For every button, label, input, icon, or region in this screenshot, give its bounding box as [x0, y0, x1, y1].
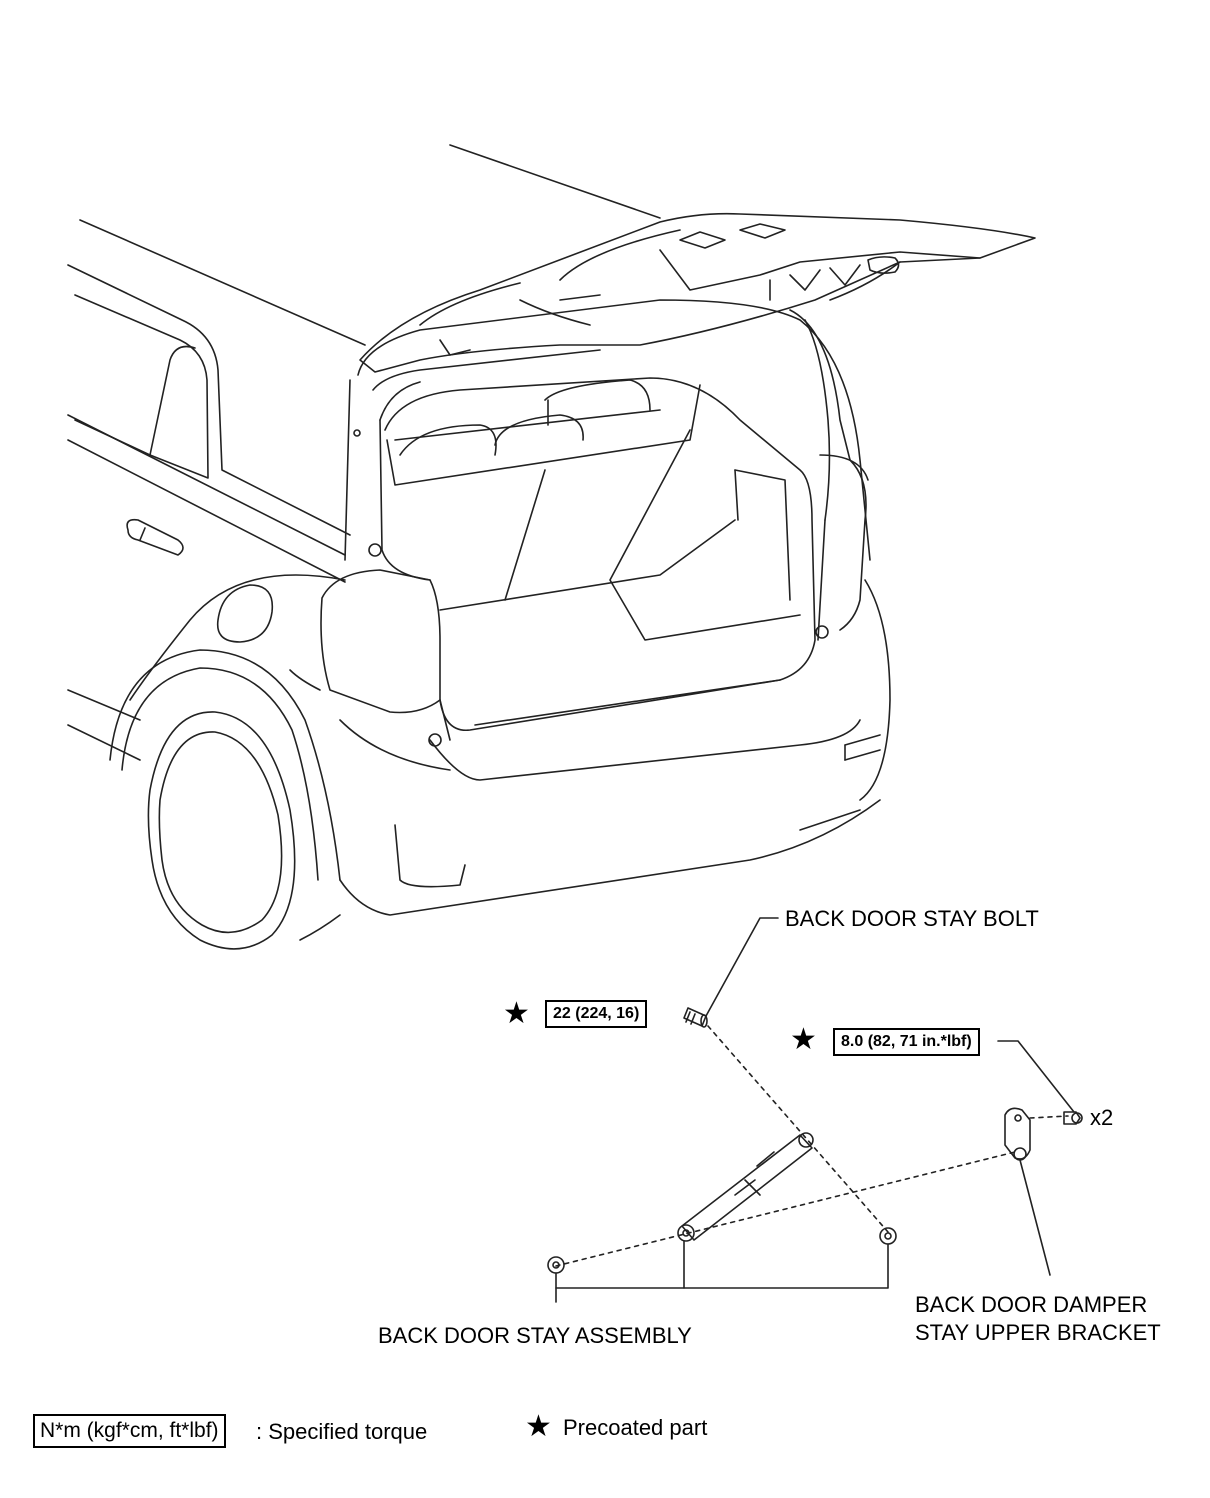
parts-exploded-view [547, 917, 1083, 1303]
back-door-stay-assembly-part [677, 1132, 814, 1242]
damper-bracket-label-line1: BACK DOOR DAMPER [915, 1292, 1148, 1317]
stay-clip-left [547, 1256, 565, 1274]
back-door-hatch [359, 212, 1036, 373]
damper-stay-upper-bracket-part [1004, 1107, 1051, 1276]
stay-assembly-label: BACK DOOR STAY ASSEMBLY [378, 1323, 692, 1348]
vehicle-body [67, 144, 891, 950]
bracket-bolt-torque-box: 8.0 (82, 71 in.*lbf) [833, 1028, 980, 1056]
stay-bolt-torque-box: 22 (224, 16) [545, 1000, 648, 1028]
star-icon: ★ [790, 1022, 817, 1057]
back-door-stay-bolt-part [683, 1007, 708, 1028]
legend-torque-box: N*m (kgf*cm, ft*lbf) [33, 1414, 226, 1448]
bracket-bolt-part [1063, 1111, 1083, 1125]
legend-precoat-text: Precoated part [563, 1415, 708, 1440]
legend-torque-text: : Specified torque [256, 1419, 428, 1444]
quantity-label: x2 [1090, 1105, 1114, 1130]
damper-bracket-label-line2: STAY UPPER BRACKET [915, 1320, 1161, 1345]
star-icon: ★ [503, 996, 530, 1031]
stay-clip-right [879, 1227, 897, 1245]
stay-bolt-label: BACK DOOR STAY BOLT [785, 906, 1039, 931]
star-icon: ★ [525, 1409, 552, 1444]
